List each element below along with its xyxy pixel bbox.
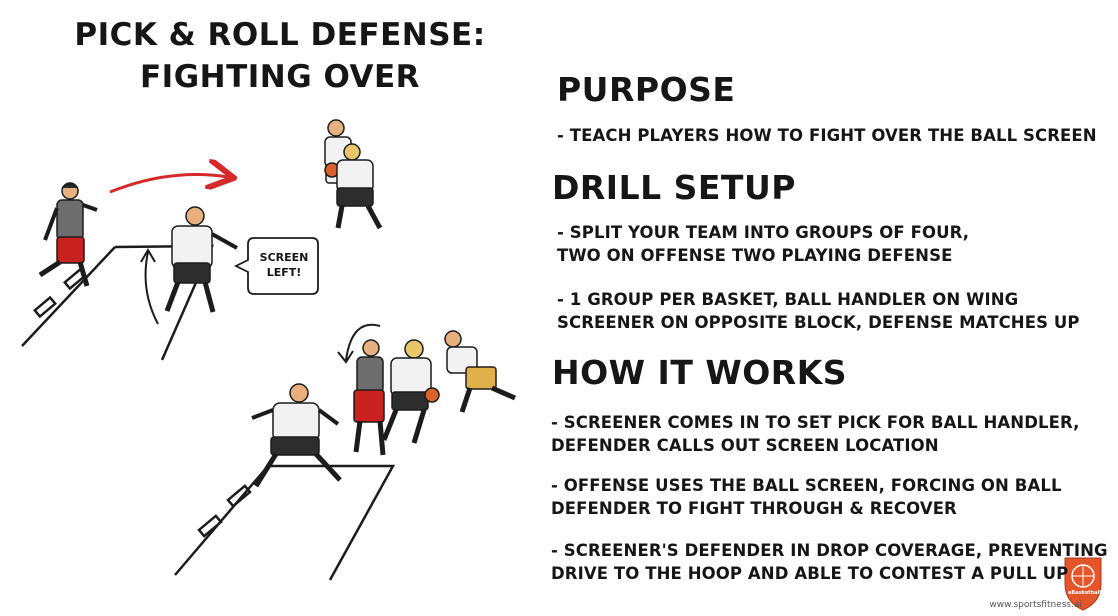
heading-drill-setup: DRILL SETUP [552, 168, 796, 207]
title-line-1: PICK & ROLL DEFENSE: [74, 17, 486, 53]
player-screener-bottom [353, 339, 386, 456]
court-lines-bottom [174, 464, 396, 581]
brand-logo-text: eBasketballCoach [1068, 590, 1118, 596]
player-defender-bottom-right [381, 339, 440, 444]
heading-purpose: PURPOSE [557, 70, 736, 109]
screen-arrow [144, 251, 159, 325]
roll-arrow [345, 323, 381, 361]
title-line-2: FIGHTING OVER [139, 59, 421, 95]
speech-bubble [233, 237, 319, 295]
setup-line-1: - SPLIT YOUR TEAM INTO GROUPS OF FOUR, [557, 223, 970, 242]
setup-line-3: - 1 GROUP PER BASKET, BALL HANDLER ON WI… [557, 290, 1019, 309]
speech-bubble-line-2: LEFT! [266, 266, 302, 279]
brand-logo [1064, 557, 1102, 611]
how-line-2: DEFENDER CALLS OUT SCREEN LOCATION [551, 436, 939, 455]
purpose-line: - TEACH PLAYERS HOW TO FIGHT OVER THE BA… [557, 126, 1097, 145]
speech-bubble-line-1: SCREEN [259, 251, 309, 264]
player-ball-handler-top [38, 182, 98, 287]
how-line-4: DEFENDER TO FIGHT THROUGH & RECOVER [551, 499, 957, 518]
how-line-3: - OFFENSE USES THE BALL SCREEN, FORCING … [551, 476, 1062, 495]
how-line-5: - SCREENER'S DEFENDER IN DROP COVERAGE, … [551, 541, 1108, 560]
watermark-text: www.sportsfitness.ai [989, 600, 1082, 610]
how-line-1: - SCREENER COMES IN TO SET PICK FOR BALL… [551, 413, 1080, 432]
how-line-6: DRIVE TO THE HOOP AND ABLE TO CONTEST A … [551, 564, 1069, 583]
setup-line-2: TWO ON OFFENSE TWO PLAYING DEFENSE [557, 246, 953, 265]
player-defender-right [335, 143, 383, 230]
setup-line-4: SCREENER ON OPPOSITE BLOCK, DEFENSE MATC… [557, 313, 1080, 332]
player-screener-top [164, 206, 238, 313]
red-cut-arrow [109, 175, 228, 194]
player-ball-handler-bottom [444, 330, 516, 413]
heading-how-it-works: HOW IT WORKS [552, 353, 848, 392]
player-defender-bottom-left [251, 383, 342, 488]
